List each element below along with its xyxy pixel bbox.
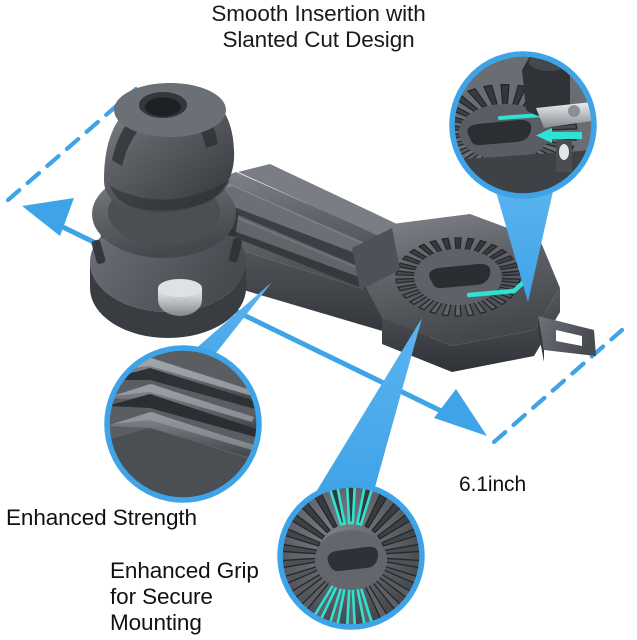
callout-cone-slanted-cut (492, 178, 556, 302)
zoom-metal-lever (536, 102, 594, 128)
slanted-cut-highlight (466, 277, 529, 298)
rosette-tooth (345, 587, 357, 627)
screw-pin-top (158, 279, 202, 297)
callout-label-enhanced-grip: Enhanced Grip for Secure Mounting (110, 558, 259, 636)
dimension-value-label: 6.1inch (459, 473, 527, 496)
product-body (90, 83, 596, 372)
zoom-knob-block (522, 54, 570, 117)
callout-slanted-cut (449, 51, 597, 199)
callout-enhanced-grip (277, 482, 425, 630)
callout-ring-enhanced-strength (104, 345, 262, 503)
callout-cone-enhanced-grip (316, 318, 422, 498)
right-rosette (356, 214, 596, 372)
knob-bore-inner (145, 97, 181, 117)
rosette-plate-side (382, 288, 560, 372)
arm-side-face (196, 236, 430, 345)
zoom-insertion-arrow (536, 128, 582, 143)
callout-ring-slanted-cut (449, 51, 597, 199)
rosette-tooth (345, 485, 357, 525)
mount-tab-cutout (556, 330, 582, 346)
mount-tab-side (538, 316, 544, 362)
dimension-extension-line-right (491, 327, 625, 445)
left-hub-assembly (90, 170, 246, 338)
arm-rosette-joint (352, 228, 400, 290)
dimension-arrow-head-right (434, 389, 487, 436)
screw-pin (158, 279, 202, 316)
knob-shoulder-shadow (110, 180, 230, 211)
rosette-center-slot (429, 263, 491, 289)
zoom-rib-slab (107, 412, 259, 460)
thumb-knob (104, 83, 235, 213)
zoom-rib-lower-face (107, 428, 259, 500)
hub-barrel-side (90, 262, 246, 338)
callout-ring-enhanced-grip (277, 482, 425, 630)
callout-enhanced-strength (104, 345, 262, 503)
page-title: Smooth Insertion with Slanted Cut Design (211, 1, 426, 52)
dimension-arrow-head-left (22, 198, 74, 236)
callout-label-enhanced-strength: Enhanced Strength (6, 505, 197, 530)
